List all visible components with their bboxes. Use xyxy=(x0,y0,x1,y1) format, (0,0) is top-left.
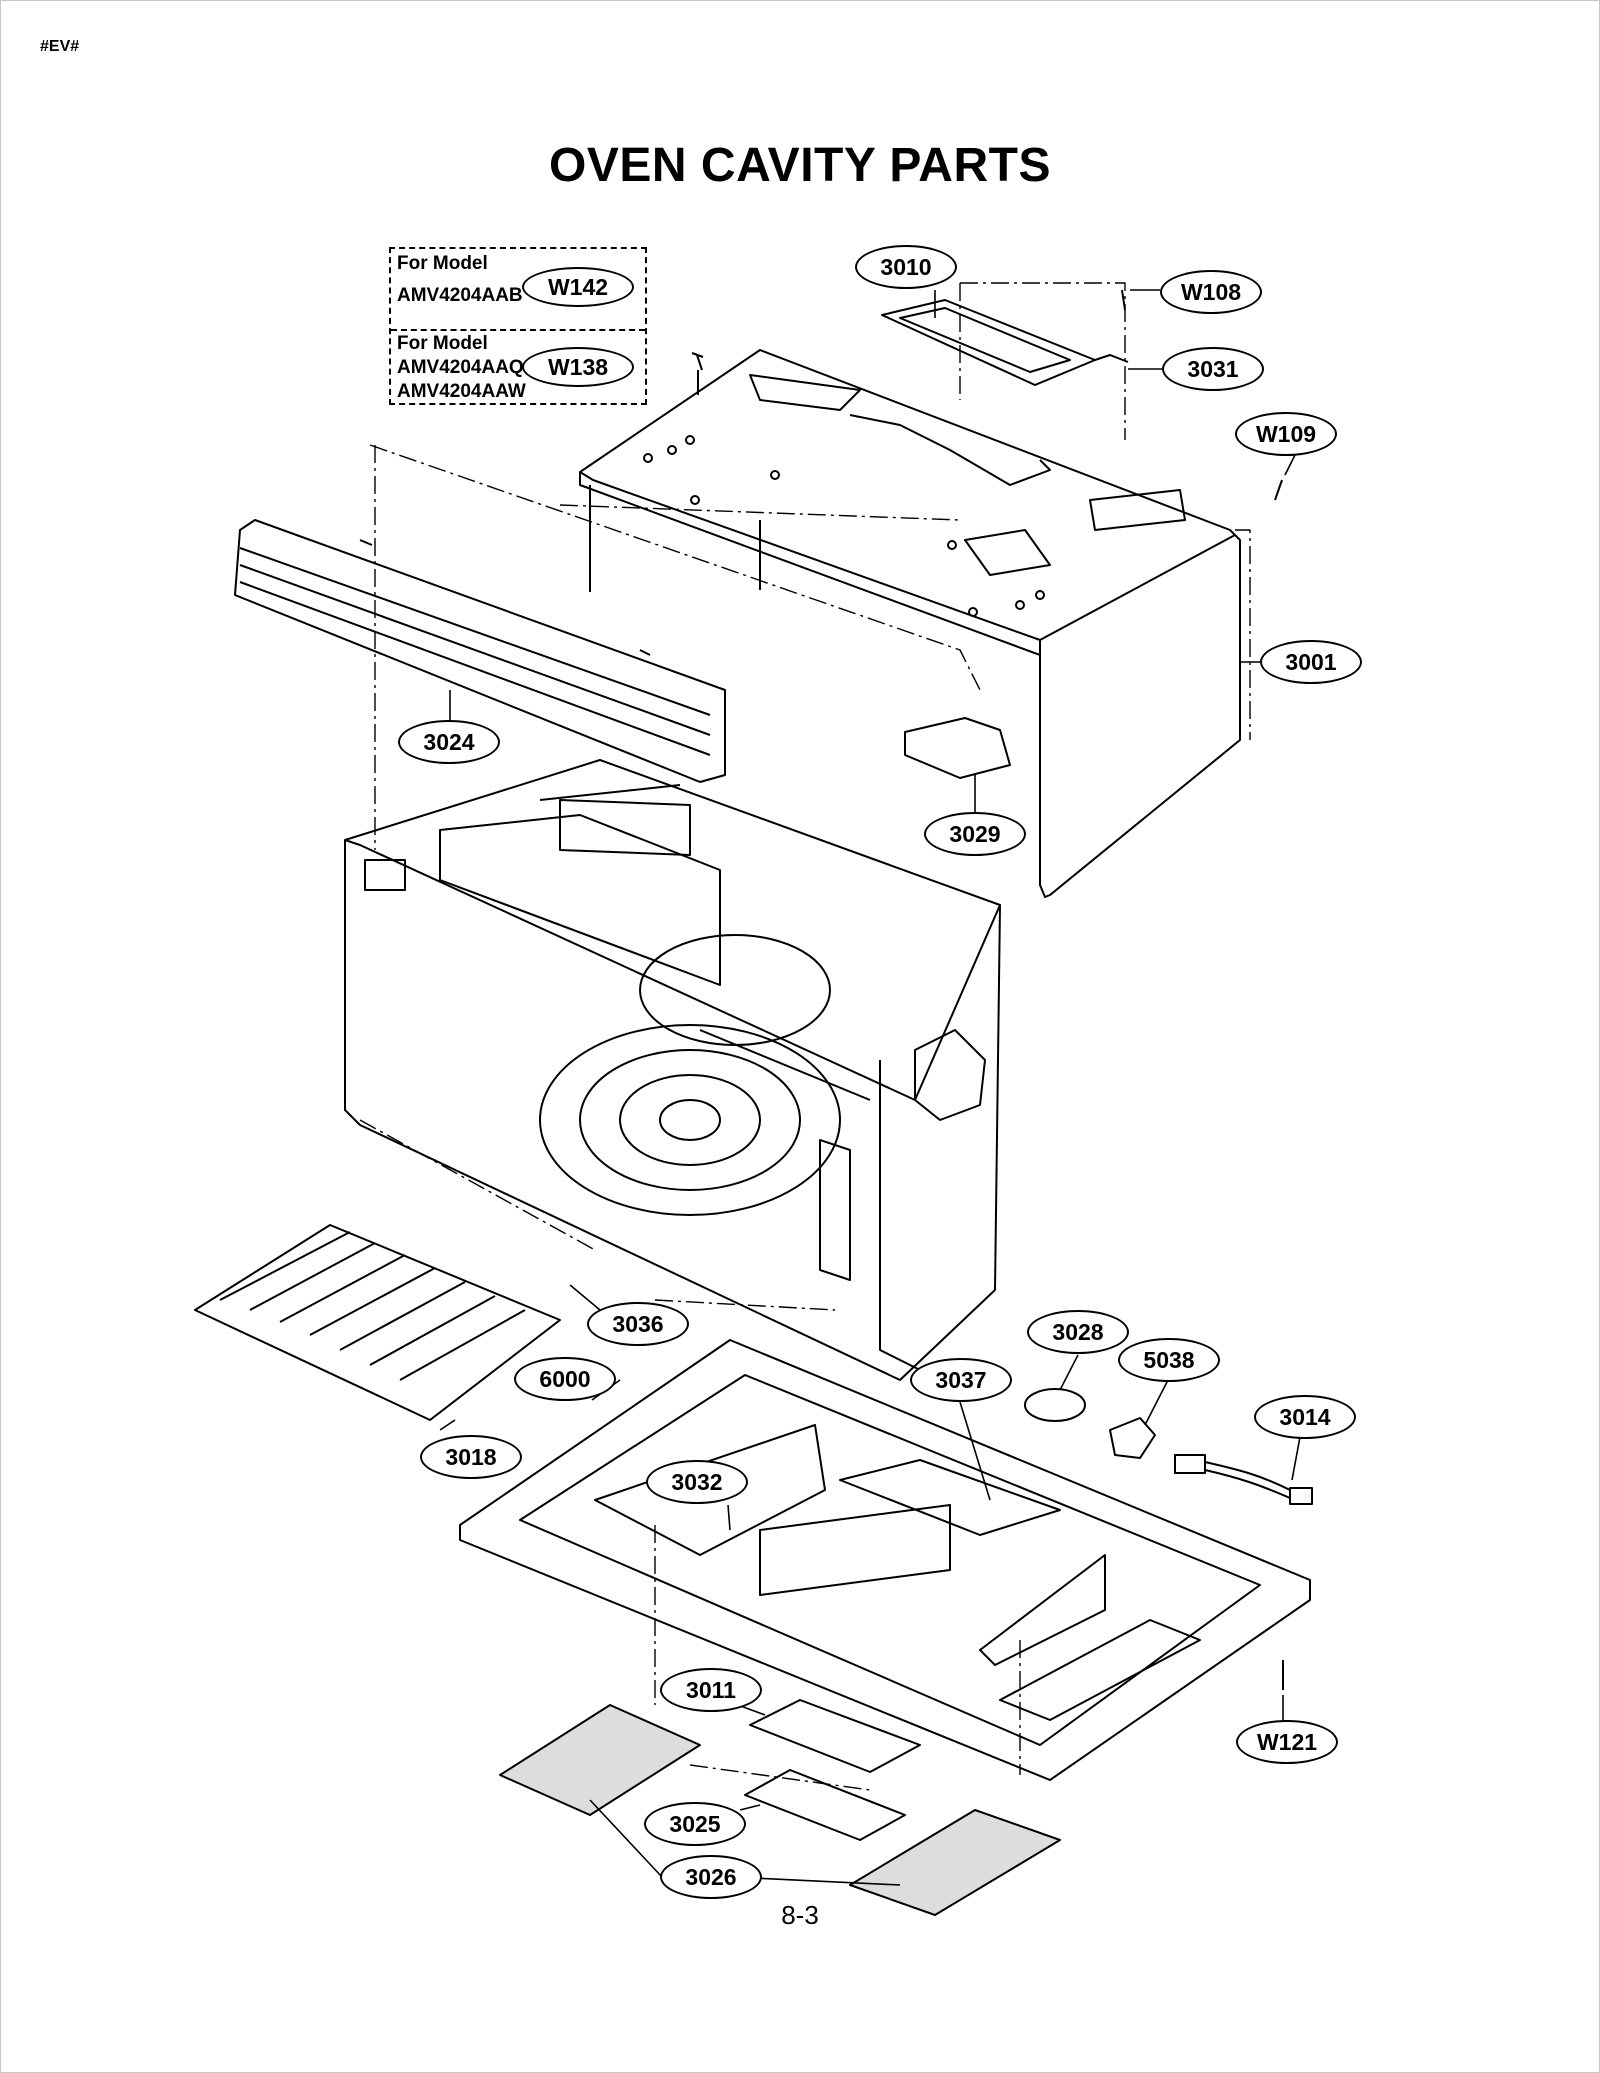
model-note-1-model: AMV4204AAB xyxy=(397,285,523,306)
cavity-body xyxy=(344,759,1001,1381)
model-note-2-model-b: AMV4204AAW xyxy=(397,381,526,402)
callout-6000: 6000 xyxy=(514,1357,616,1401)
screw-w109 xyxy=(1274,479,1283,501)
lamp-cover-frame-3025 xyxy=(744,1769,906,1841)
callout-3025: 3025 xyxy=(644,1802,746,1846)
lamp-socket-5038 xyxy=(1109,1417,1156,1459)
document-code: #EV# xyxy=(40,38,80,55)
grease-filter-right-3026 xyxy=(849,1809,1061,1916)
callout-w109: W109 xyxy=(1235,412,1337,456)
page-number: 8-3 xyxy=(781,1900,819,1930)
grease-filter-left-3026 xyxy=(499,1704,701,1816)
callout-3037: 3037 xyxy=(910,1358,1012,1402)
callout-w121: W121 xyxy=(1236,1720,1338,1764)
screw-w138 xyxy=(691,352,704,395)
model-note-2-line1: For Model xyxy=(397,333,488,354)
bracket-3010 xyxy=(881,299,1129,386)
wire-harness-3014 xyxy=(1174,1454,1313,1505)
lamp-cover-3011 xyxy=(749,1699,921,1773)
callout-3010: 3010 xyxy=(855,245,957,289)
callout-w142: W142 xyxy=(522,267,634,307)
callout-5038: 5038 xyxy=(1118,1338,1220,1382)
callout-w108: W108 xyxy=(1160,270,1262,314)
page-title: OVEN CAVITY PARTS xyxy=(549,139,1051,192)
outer-case-3001 xyxy=(579,349,1241,898)
grille-3024 xyxy=(234,519,726,783)
model-note-divider xyxy=(391,329,645,331)
callout-3024: 3024 xyxy=(398,720,500,764)
callout-3011: 3011 xyxy=(660,1668,762,1712)
bracket-3029 xyxy=(904,717,1011,779)
callout-3028: 3028 xyxy=(1027,1310,1129,1354)
callout-3032: 3032 xyxy=(646,1460,748,1504)
callout-3014: 3014 xyxy=(1254,1395,1356,1439)
callout-3036: 3036 xyxy=(587,1302,689,1346)
callout-3018: 3018 xyxy=(420,1435,522,1479)
model-note-2-model-a: AMV4204AAQ xyxy=(397,357,524,378)
callout-w138: W138 xyxy=(522,347,634,387)
model-note-box: For Model AMV4204AAB W142 For Model AMV4… xyxy=(389,247,647,405)
base-plate-6000 xyxy=(459,1339,1311,1781)
callout-3029: 3029 xyxy=(924,812,1026,856)
callout-3026: 3026 xyxy=(660,1855,762,1899)
callout-3031: 3031 xyxy=(1162,347,1264,391)
rack-3018 xyxy=(194,1224,561,1421)
model-note-1-line1: For Model xyxy=(397,253,488,274)
lamp-3028 xyxy=(1024,1388,1086,1422)
callout-3001: 3001 xyxy=(1260,640,1362,684)
